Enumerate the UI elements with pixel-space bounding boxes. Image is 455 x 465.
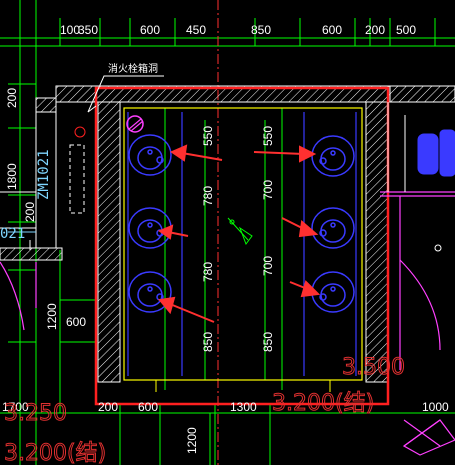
dim-inner-right-850: 850 xyxy=(261,332,275,352)
sink-fixture xyxy=(128,134,172,176)
dim-left-1200: 1200 xyxy=(45,303,59,330)
dim-bottom-1700: 1700 xyxy=(2,400,29,414)
highlight-box xyxy=(94,86,390,406)
dim-left-1800: 1800 xyxy=(5,163,19,190)
room-outline xyxy=(123,107,363,381)
hydrant-box-icon xyxy=(69,105,97,214)
dim-top-450: 450 xyxy=(186,23,206,37)
dim-inner-right-700: 700 xyxy=(261,180,275,200)
hydrant-label: 消火栓箱洞 xyxy=(108,62,158,75)
dim-top-600b: 600 xyxy=(322,23,342,37)
dim-top-200: 200 xyxy=(365,23,385,37)
dim-inner-left-780: 780 xyxy=(201,186,215,206)
dim-bottom-200: 200 xyxy=(98,400,118,414)
sink-fixture xyxy=(311,271,355,313)
dim-left-600: 600 xyxy=(66,315,86,329)
dim-bottom-1300: 1300 xyxy=(230,400,257,414)
dim-bottom-1000: 1000 xyxy=(422,400,449,414)
label-leader xyxy=(87,75,164,113)
dim-inner-left-850: 850 xyxy=(201,332,215,352)
dim-top-600: 600 xyxy=(140,23,160,37)
door-tag-vertical: ZM1021 xyxy=(36,149,52,200)
sink-fixture xyxy=(311,207,355,249)
dim-bottom-600: 600 xyxy=(138,400,158,414)
magenta-elements xyxy=(0,191,455,456)
elevation-bottom-left-top: 3.250 xyxy=(4,401,67,426)
walls xyxy=(0,85,455,383)
dim-left-200b: 200 xyxy=(23,202,37,222)
dim-top-350: 350 xyxy=(78,23,98,37)
dim-inner-left-780b: 780 xyxy=(201,262,215,282)
dim-top-100: 100 xyxy=(60,23,80,37)
floor-drain-icon xyxy=(126,115,144,133)
elevation-right-bottom: 3.200(结) xyxy=(272,391,374,416)
dim-inner-left-550: 550 xyxy=(201,126,215,146)
dim-bottom-1200: 1200 xyxy=(185,427,199,454)
dim-inner-right-700b: 700 xyxy=(261,256,275,276)
dim-top-500: 500 xyxy=(396,23,416,37)
sink-fixture xyxy=(311,135,355,177)
dim-left-200: 200 xyxy=(5,88,19,108)
drain-slope-icon xyxy=(227,217,253,246)
dim-top-850: 850 xyxy=(251,23,271,37)
dim-inner-right-550: 550 xyxy=(261,126,275,146)
annotation-arrows xyxy=(157,144,321,323)
wall-right-detail xyxy=(387,102,442,252)
elevation-right-top: 3.500 xyxy=(342,355,405,380)
elevation-bottom-left-bottom: 3.200(结) xyxy=(4,441,106,465)
door-tag-partial: 021 xyxy=(0,226,25,242)
equipment-icon xyxy=(417,129,455,177)
